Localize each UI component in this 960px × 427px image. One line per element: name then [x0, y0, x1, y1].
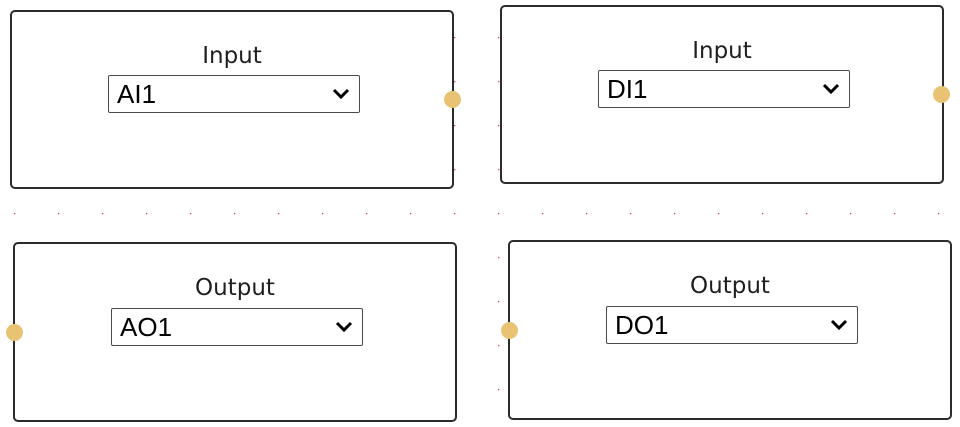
grid-dot — [454, 169, 456, 171]
grid-dot — [410, 213, 412, 215]
node-title: Input — [692, 38, 752, 64]
grid-dot — [454, 125, 456, 127]
input-port[interactable] — [501, 322, 518, 339]
grid-dot — [762, 213, 764, 215]
channel-select[interactable]: DO1 — [606, 306, 858, 344]
grid-dot — [278, 213, 280, 215]
grid-dot — [454, 213, 456, 215]
grid-dot — [14, 213, 16, 215]
grid-dot — [498, 345, 500, 347]
node-analog-output[interactable]: Output AO1 — [13, 242, 457, 422]
grid-dot — [102, 213, 104, 215]
grid-dot — [938, 213, 940, 215]
grid-dot — [542, 213, 544, 215]
grid-dot — [322, 213, 324, 215]
node-digital-input[interactable]: Input DI1 — [500, 5, 944, 184]
grid-dot — [586, 213, 588, 215]
node-title: Output — [195, 275, 275, 301]
node-title: Input — [202, 43, 262, 69]
chevron-down-icon — [822, 83, 840, 95]
grid-dot — [718, 213, 720, 215]
grid-dot — [498, 257, 500, 259]
input-port[interactable] — [6, 324, 23, 341]
grid-dot — [850, 213, 852, 215]
chevron-down-icon — [332, 88, 350, 100]
grid-dot — [454, 37, 456, 39]
grid-dot — [58, 213, 60, 215]
select-value: DO1 — [615, 310, 669, 340]
node-title: Output — [690, 273, 770, 299]
grid-dot — [674, 213, 676, 215]
node-digital-output[interactable]: Output DO1 — [508, 240, 952, 420]
chevron-down-icon — [830, 319, 848, 331]
channel-select[interactable]: AI1 — [108, 75, 360, 113]
grid-dot — [454, 81, 456, 83]
node-analog-input[interactable]: Input AI1 — [10, 10, 454, 189]
grid-dot — [146, 213, 148, 215]
chevron-down-icon — [335, 321, 353, 333]
grid-dot — [234, 213, 236, 215]
grid-dot — [630, 213, 632, 215]
grid-dot — [366, 213, 368, 215]
channel-select[interactable]: DI1 — [598, 70, 850, 108]
grid-dot — [806, 213, 808, 215]
output-port[interactable] — [933, 86, 950, 103]
grid-dot — [894, 213, 896, 215]
grid-dot — [498, 389, 500, 391]
output-port[interactable] — [444, 91, 461, 108]
select-value: AO1 — [120, 312, 173, 342]
select-value: DI1 — [607, 74, 648, 104]
select-value: AI1 — [117, 79, 157, 109]
grid-dot — [190, 213, 192, 215]
grid-dot — [498, 213, 500, 215]
grid-dot — [498, 301, 500, 303]
channel-select[interactable]: AO1 — [111, 308, 363, 346]
